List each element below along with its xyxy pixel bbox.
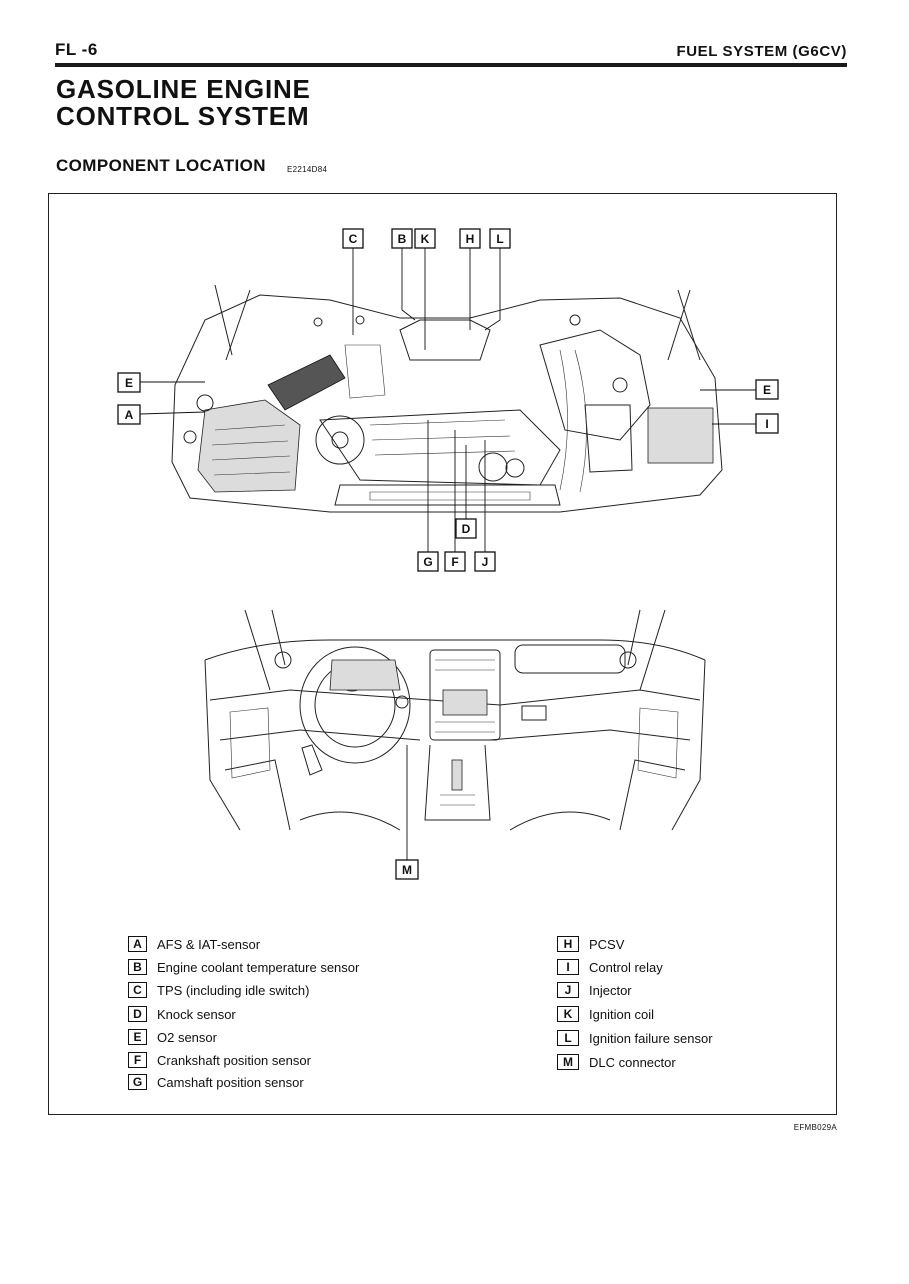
legend-item: M DLC connector: [557, 1052, 676, 1072]
legend-item: G Camshaft position sensor: [128, 1072, 304, 1092]
legend-key: B: [128, 959, 147, 975]
legend-label: Knock sensor: [157, 1006, 236, 1022]
legend-label: Camshaft position sensor: [157, 1074, 304, 1090]
legend-key: M: [557, 1054, 579, 1070]
legend-item: I Control relay: [557, 957, 663, 977]
legend-label: Ignition failure sensor: [589, 1030, 713, 1046]
interior-dashboard-drawing: [204, 609, 706, 831]
legend-key: L: [557, 1030, 579, 1046]
legend-label: AFS & IAT-sensor: [157, 936, 261, 952]
legend-label: TPS (including idle switch): [157, 982, 310, 998]
callout-l-top: L: [489, 228, 511, 249]
legend-key: G: [128, 1074, 147, 1090]
callout-j-bottom: J: [474, 551, 496, 572]
svg-text:F: F: [451, 555, 458, 569]
svg-text:M: M: [402, 863, 412, 877]
svg-text:K: K: [421, 232, 430, 246]
legend-label: Injector: [589, 982, 632, 998]
legend-key: A: [128, 936, 147, 952]
legend-item: L Ignition failure sensor: [557, 1028, 713, 1048]
callout-c-top: C: [342, 228, 364, 249]
engine-bay-drawing: [171, 284, 723, 513]
callout-h-top: H: [459, 228, 481, 249]
svg-text:D: D: [462, 522, 471, 536]
svg-text:E: E: [125, 376, 133, 390]
svg-text:H: H: [466, 232, 475, 246]
callout-i-right: I: [755, 413, 779, 434]
legend-key: E: [128, 1029, 147, 1045]
legend-label: O2 sensor: [157, 1029, 217, 1045]
engine-callouts: C B K H L E A E I D G F J: [117, 228, 779, 572]
legend-label: Engine coolant temperature sensor: [157, 959, 360, 975]
section-title: FUEL SYSTEM (G6CV): [676, 43, 847, 60]
callout-k-top: K: [414, 228, 436, 249]
svg-text:I: I: [765, 417, 768, 431]
figure-frame: [48, 193, 837, 1115]
legend-key: K: [557, 1006, 579, 1022]
legend-item: F Crankshaft position sensor: [128, 1050, 311, 1070]
svg-text:E: E: [763, 383, 771, 397]
callout-b-top: B: [391, 228, 413, 249]
legend-item: E O2 sensor: [128, 1027, 217, 1047]
interior-callouts: M: [395, 859, 419, 880]
legend-item: B Engine coolant temperature sensor: [128, 957, 359, 977]
section-subtitle: COMPONENT LOCATION: [56, 156, 266, 175]
svg-text:B: B: [398, 232, 407, 246]
legend-item: K Ignition coil: [557, 1004, 654, 1024]
legend-key: I: [557, 959, 579, 975]
callout-e-left: E: [117, 372, 141, 393]
page-title: GASOLINE ENGINE CONTROL SYSTEM: [56, 76, 311, 130]
callout-m: M: [395, 859, 419, 880]
legend-label: PCSV: [589, 936, 625, 952]
legend-item: J Injector: [557, 980, 632, 1000]
page-number: FL -6: [55, 40, 98, 59]
page-title-line-1: GASOLINE ENGINE: [56, 74, 311, 104]
engine-leader-lines: [139, 248, 756, 552]
legend-key: C: [128, 982, 147, 998]
legend-item: A AFS & IAT-sensor: [128, 934, 260, 954]
legend-label: Ignition coil: [589, 1006, 655, 1022]
callout-g-bottom: G: [417, 551, 439, 572]
svg-text:C: C: [349, 232, 358, 246]
callout-d-bottom: D: [455, 518, 477, 539]
svg-text:J: J: [482, 555, 489, 569]
callout-a-left: A: [117, 404, 141, 425]
legend-key: H: [557, 936, 579, 952]
callout-e-right: E: [755, 379, 779, 400]
legend-label: Control relay: [589, 959, 663, 975]
svg-text:L: L: [496, 232, 503, 246]
header-rule: [55, 63, 847, 67]
document-code: E2214D84: [287, 165, 328, 174]
figure-code: EFMB029A: [793, 1123, 837, 1132]
legend-key: J: [557, 982, 579, 998]
legend-key: F: [128, 1052, 147, 1068]
svg-text:A: A: [125, 408, 134, 422]
legend-key: D: [128, 1006, 147, 1022]
legend-item: H PCSV: [557, 934, 624, 954]
legend-label: Crankshaft position sensor: [157, 1052, 311, 1068]
legend-label: DLC connector: [589, 1054, 676, 1070]
legend-item: C TPS (including idle switch): [128, 980, 309, 1000]
legend-item: D Knock sensor: [128, 1004, 236, 1024]
callout-f-bottom: F: [444, 551, 466, 572]
svg-text:G: G: [423, 555, 432, 569]
page-title-line-2: CONTROL SYSTEM: [56, 101, 310, 131]
